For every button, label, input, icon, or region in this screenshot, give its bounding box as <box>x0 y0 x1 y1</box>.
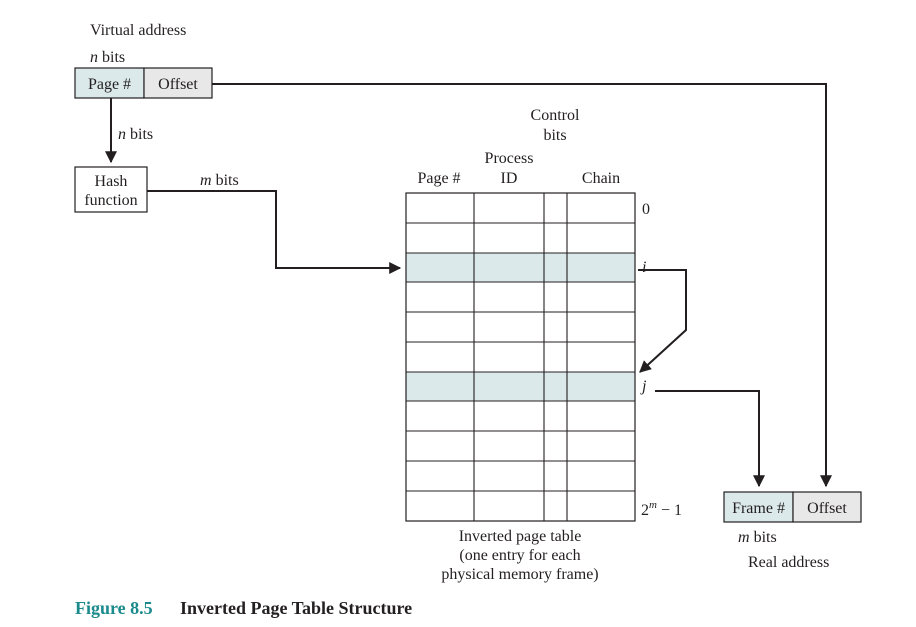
chain-column-header: Chain <box>582 170 620 187</box>
figure-number: Figure 8.5 <box>75 598 153 618</box>
table-row-i-highlight <box>406 253 635 283</box>
row-label-i: i <box>642 259 646 276</box>
table-caption-line2: (one entry for each <box>459 547 580 564</box>
hash-to-table-arrow <box>147 190 402 274</box>
real-offset-field <box>792 491 862 523</box>
row-label-j: j <box>640 378 647 395</box>
row-j-to-frame-arrow <box>655 390 765 488</box>
figure-title: Inverted Page Table Structure <box>180 598 412 618</box>
row-label-last: 2m − 1 <box>641 499 682 519</box>
process-id-header-line2: ID <box>501 170 518 187</box>
virtual-page-number-field <box>74 67 145 99</box>
chain-i-to-j-arrow <box>638 269 687 373</box>
real-offset-label: Offset <box>807 500 847 517</box>
real-address-title: Real address <box>748 554 829 571</box>
virtual-offset-label: Offset <box>158 76 198 93</box>
virtual-n-bits-label: n bits <box>90 49 125 66</box>
table-row-j-highlight <box>406 372 635 402</box>
page-number-column-header: Page # <box>417 170 460 187</box>
hash-function-line1: Hash <box>95 173 128 190</box>
real-frame-number-label: Frame # <box>732 500 785 517</box>
control-bits-header-line1: Control <box>531 107 580 124</box>
hash-input-n-bits-label: n bits <box>118 126 153 143</box>
row-label-0: 0 <box>642 201 650 218</box>
inverted-page-table-grid <box>405 192 636 522</box>
hash-function-box <box>74 166 148 213</box>
virtual-offset-field <box>143 67 213 99</box>
virtual-address-title: Virtual address <box>90 22 186 39</box>
hash-output-m-bits-label: m bits <box>200 172 239 189</box>
table-caption-line1: Inverted page table <box>459 528 582 545</box>
offset-pass-through-arrow <box>212 83 832 488</box>
real-m-bits-label: m bits <box>738 529 777 546</box>
control-bits-header-line2: bits <box>543 127 566 144</box>
table-caption-line3: physical memory frame) <box>441 566 598 583</box>
hash-function-line2: function <box>84 192 137 209</box>
process-id-header-line1: Process <box>485 150 534 167</box>
virtual-page-number-label: Page # <box>88 76 131 93</box>
